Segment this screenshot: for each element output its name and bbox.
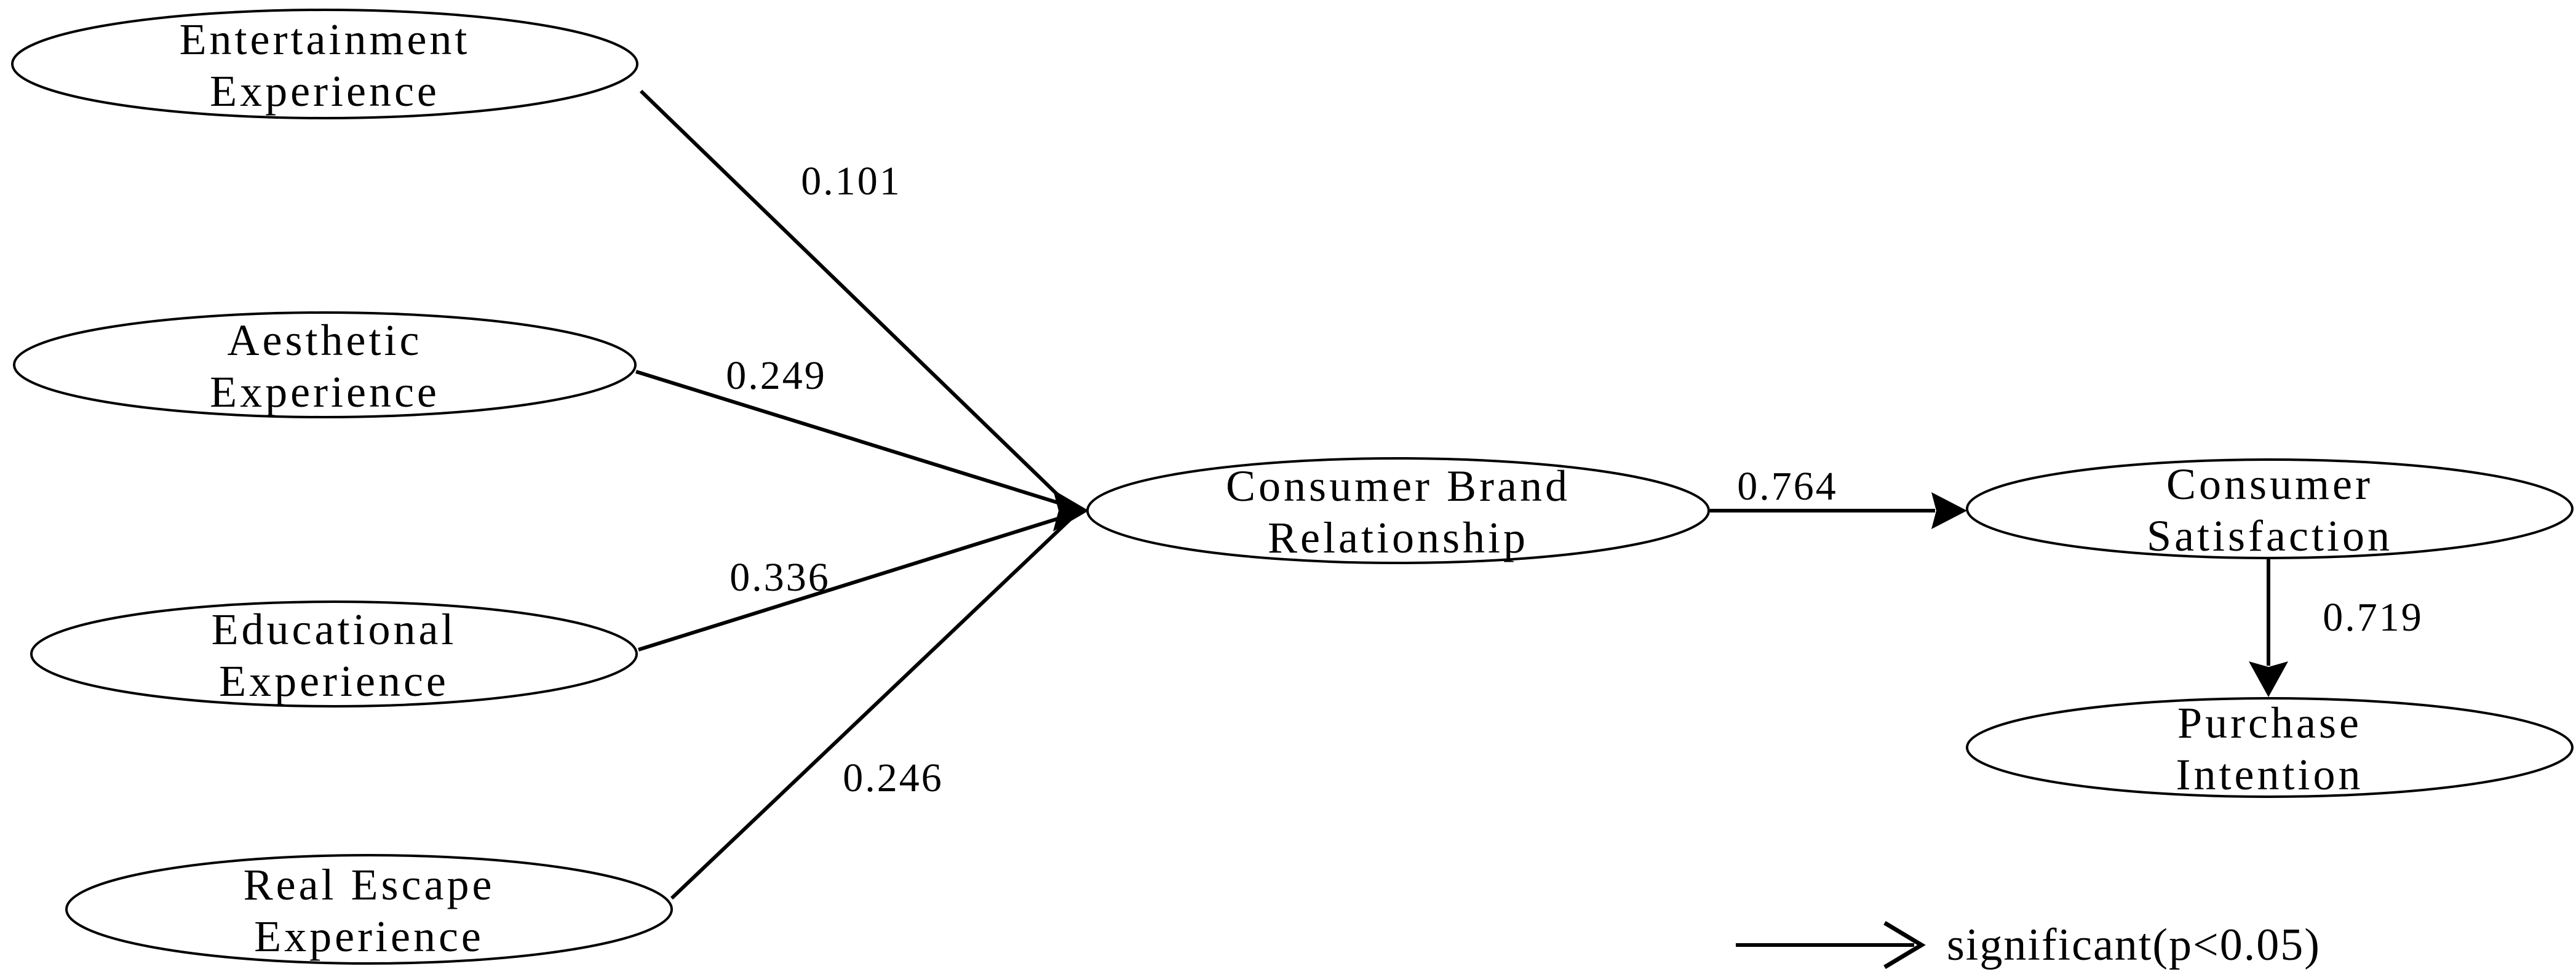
- arrow-satisfaction-to-purchase: [2249, 559, 2288, 697]
- legend-label: significant(p<0.05): [1947, 920, 2321, 970]
- node-aesthetic-experience: Aesthetic Experience: [13, 311, 637, 418]
- node-educational-experience: Educational Experience: [30, 600, 638, 708]
- right-arrowhead-icon: [1931, 492, 1967, 529]
- aesthetic-experience-label-line1: Aesthetic: [228, 316, 423, 365]
- edge-educational-to-cbr: [638, 514, 1068, 652]
- legend: significant(p<0.05): [1736, 920, 2321, 970]
- node-entertainment-experience: Entertainment Experience: [11, 9, 638, 119]
- consumer-satisfaction-label-line2: Satisfaction: [2147, 511, 2393, 560]
- edge-real-escape-to-cbr: [670, 517, 1072, 900]
- consumer-brand-relationship-label-line2: Relationship: [1268, 513, 1529, 562]
- arrow-educational-to-cbr: [638, 514, 1068, 652]
- node-consumer-brand-relationship: Consumer Brand Relationship: [1086, 457, 1710, 564]
- educational-experience-label-line1: Educational: [212, 605, 457, 654]
- edge-aesthetic-to-cbr: [635, 370, 1068, 508]
- entertainment-experience-ellipse: [11, 9, 638, 119]
- purchase-intention-label-line1: Purchase: [2177, 698, 2362, 748]
- aesthetic-experience-label-line2: Experience: [210, 367, 440, 417]
- consumer-brand-relationship-label-line1: Consumer Brand: [1226, 461, 1570, 511]
- coef-cbr-to-satisfaction: 0.764: [1737, 464, 1838, 509]
- down-arrowhead-icon: [2249, 661, 2288, 697]
- real-escape-experience-label-line1: Real Escape: [244, 860, 495, 909]
- real-escape-experience-ellipse: [65, 854, 673, 965]
- arrow-real-escape-to-cbr: [670, 517, 1072, 900]
- legend-arrow-icon: [1736, 920, 1926, 970]
- coef-entertainment-to-cbr: 0.101: [801, 159, 902, 204]
- purchase-intention-ellipse: [1966, 697, 2574, 798]
- consumer-brand-relationship-ellipse: [1086, 457, 1710, 564]
- entertainment-experience-label-line2: Experience: [210, 66, 440, 116]
- node-purchase-intention: Purchase Intention: [1966, 697, 2574, 799]
- converging-arrowhead-icon: [1053, 490, 1089, 532]
- legend-arrow-chevron: [1883, 920, 1926, 970]
- real-escape-experience-label-line2: Experience: [254, 912, 484, 961]
- aesthetic-experience-ellipse: [13, 311, 637, 418]
- coef-real-escape-to-cbr: 0.246: [843, 756, 944, 800]
- educational-experience-label-line2: Experience: [219, 656, 449, 706]
- coef-educational-to-cbr: 0.336: [729, 555, 830, 600]
- coef-satisfaction-to-purchase: 0.719: [2323, 595, 2423, 640]
- consumer-satisfaction-ellipse: [1966, 458, 2574, 559]
- node-consumer-satisfaction: Consumer Satisfaction: [1966, 458, 2574, 560]
- edge-entertainment-to-cbr: [639, 89, 1072, 509]
- node-real-escape-experience: Real Escape Experience: [65, 854, 673, 965]
- entertainment-experience-label-line1: Entertainment: [180, 15, 471, 64]
- arrow-entertainment-to-cbr: [639, 89, 1072, 509]
- educational-experience-ellipse: [30, 600, 638, 708]
- arrow-aesthetic-to-cbr: [635, 370, 1068, 508]
- coef-aesthetic-to-cbr: 0.249: [726, 353, 827, 398]
- consumer-satisfaction-label-line1: Consumer: [2166, 460, 2373, 509]
- purchase-intention-label-line2: Intention: [2176, 750, 2364, 799]
- arrow-cbr-to-satisfaction: [1710, 492, 1967, 529]
